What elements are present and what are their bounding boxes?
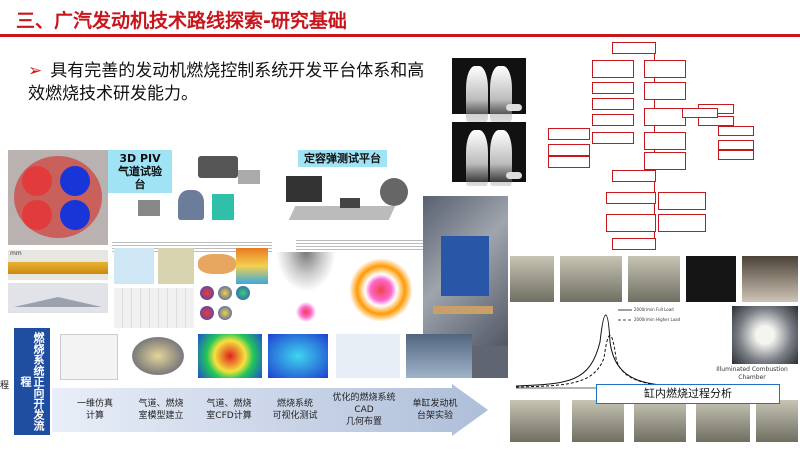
step-cfd-calc: 气道、燃烧 室CFD计算	[206, 399, 252, 421]
in-cylinder-analysis-title: 缸内燃烧过程分析	[596, 384, 780, 404]
step-single-cylinder-test: 单缸发动机 台架实验	[412, 399, 458, 421]
step-visual-test: 燃烧系统 可视化测试	[272, 399, 318, 421]
process-arrow	[52, 384, 488, 436]
piston-model-image	[8, 283, 108, 313]
step-model-build: 气道、燃烧 室模型建立	[138, 399, 184, 421]
bullet-arrow-icon: ➢	[28, 61, 43, 81]
bomb-caption	[296, 240, 426, 252]
bomb-rig-diagram	[280, 168, 420, 238]
combustion-analysis-panel: 2000r/min Full Load 2000r/min Higher Loa…	[510, 250, 800, 450]
mm-label: mm	[10, 250, 22, 257]
process-flow-label: 燃烧系统正向开发流程	[14, 328, 50, 435]
bomb-rig-label: 定容弹测试平台	[298, 150, 387, 167]
spray-flame-image-1	[452, 58, 526, 122]
piv-rig-label: 3D PIV 气道试验台	[108, 150, 172, 193]
page-title: 三、广汽发动机技术路线探索-研究基础	[16, 10, 347, 32]
legend-higher-load: 2000r/min Higher Load	[634, 317, 681, 322]
process-images-row	[52, 332, 488, 382]
step-cad-layout: 优化的燃烧系统 CAD 几何布置	[332, 393, 396, 427]
title-underline	[0, 34, 800, 37]
cfd-results-collage	[110, 248, 420, 332]
illuminated-chamber-label: Illuminated Combustion Chamber	[716, 366, 788, 381]
spray-flame-image-2	[452, 122, 526, 186]
piston-profile-image: mm	[8, 250, 108, 280]
headline: ➢具有完善的发动机燃烧控制系统开发平台体系和高效燃烧技术研发能力。	[28, 60, 438, 106]
cheng-label: 程	[0, 381, 10, 391]
piv-rig-diagram	[108, 150, 268, 240]
illuminated-chamber-photo	[732, 306, 798, 364]
cylinder-head-photo	[8, 150, 108, 245]
headline-text: 具有完善的发动机燃烧控制系统开发平台体系和高效燃烧技术研发能力。	[28, 61, 425, 104]
legend-full-load: 2000r/min Full Load	[634, 307, 674, 312]
step-1d-simulation: 一维仿真 计算	[76, 399, 113, 421]
development-flowchart	[548, 42, 798, 254]
